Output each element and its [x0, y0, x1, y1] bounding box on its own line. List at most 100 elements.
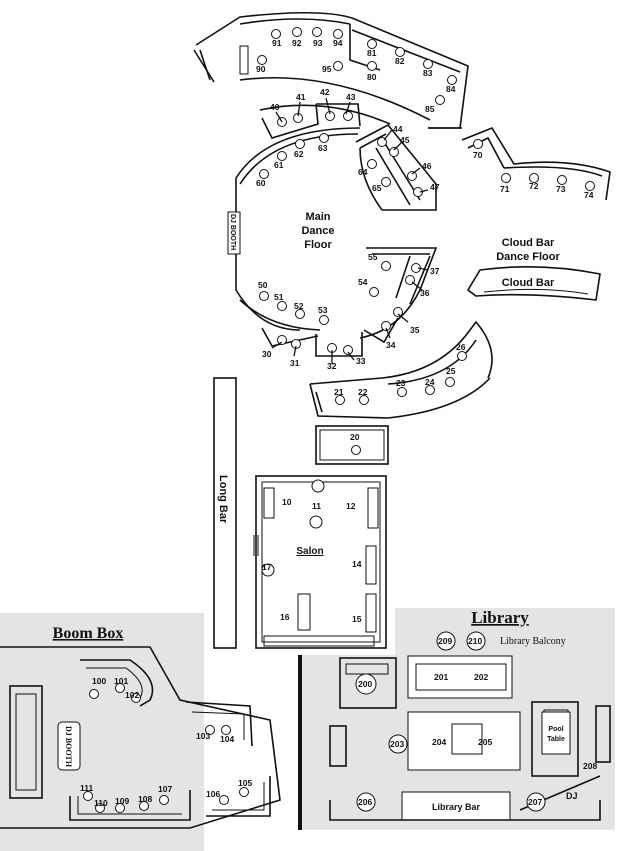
library-area-left: [300, 655, 400, 830]
table-34-label: 34: [386, 340, 396, 350]
table-10-label: 10: [282, 497, 292, 507]
boom-box-label: Boom Box: [53, 625, 124, 642]
table-14-label: 14: [352, 559, 362, 569]
cloud-bar-dance-floor-label-2: Dance Floor: [496, 251, 560, 263]
table-102-label: 102: [125, 690, 139, 700]
library-label: Library: [471, 608, 529, 627]
table-84-label: 84: [446, 84, 456, 94]
table-91-label: 91: [272, 38, 282, 48]
table-82-label: 82: [395, 56, 405, 66]
table-40-label: 40: [270, 102, 280, 112]
table-80-label: 80: [367, 72, 377, 82]
dj-booth-boom-box: [57, 721, 81, 771]
table-203-label: 203: [390, 739, 404, 749]
table-markers: [83, 27, 595, 813]
pool-table-label-1: Pool: [548, 726, 563, 733]
main-dance-floor-label-2: Dance: [301, 225, 334, 237]
table-90-label: 90: [256, 64, 266, 74]
table-104-label: 104: [220, 734, 234, 744]
table-42-label: 42: [320, 87, 330, 97]
table-103-label: 103: [196, 731, 210, 741]
table-60-label: 60: [256, 178, 266, 188]
table-100-label: 100: [92, 676, 106, 686]
library-bar-label: Library Bar: [432, 802, 481, 812]
table-54-label: 54: [358, 277, 368, 287]
table-43-label: 43: [346, 92, 356, 102]
table-205-label: 205: [478, 737, 492, 747]
table-72-label: 72: [529, 181, 539, 191]
table-210-label: 210: [468, 636, 482, 646]
table-101-label: 101: [114, 676, 128, 686]
table-55-label: 55: [368, 252, 378, 262]
table-207-label: 207: [528, 797, 542, 807]
table-109-label: 109: [115, 796, 129, 806]
table-108-label: 108: [138, 794, 152, 804]
table-53-label: 53: [318, 305, 328, 315]
upper-vip-section: [193, 11, 469, 129]
table-64-label: 64: [358, 167, 368, 177]
table-61-label: 61: [274, 160, 284, 170]
table-30-label: 30: [262, 349, 272, 359]
boom-box-structure: [9, 659, 271, 821]
table-65-label: 65: [372, 183, 382, 193]
table-74-label: 74: [584, 190, 594, 200]
table-208-label: 208: [583, 761, 597, 771]
library-structure: [329, 655, 611, 821]
table-45-label: 45: [400, 135, 410, 145]
table-37-label: 37: [430, 266, 440, 276]
table-202-label: 202: [474, 672, 488, 682]
table-51-label: 51: [274, 292, 284, 302]
table-21-label: 21: [334, 387, 344, 397]
dj-booth-boom-box-label: DJ BOOTH: [64, 726, 73, 768]
table-209-label: 209: [438, 636, 452, 646]
boom-box-wall: [0, 646, 281, 829]
table-16-label: 16: [280, 612, 290, 622]
table-23-label: 23: [396, 378, 406, 388]
cloud-bar-structure: [461, 127, 611, 301]
cloud-bar-label: Cloud Bar: [502, 277, 555, 289]
table-41-label: 41: [296, 92, 306, 102]
table-62-label: 62: [294, 149, 304, 159]
long-bar-label: Long Bar: [217, 475, 229, 524]
table-31-label: 31: [290, 358, 300, 368]
library-balcony-label: Library Balcony: [500, 636, 566, 647]
table-15-label: 15: [352, 614, 362, 624]
boom-box-area: [0, 613, 204, 851]
table-32-label: 32: [327, 361, 337, 371]
direction-arrows: [271, 97, 429, 364]
table-111-label: 111: [80, 783, 94, 793]
main-dance-floor-label-1: Main: [305, 211, 330, 223]
table-50-label: 50: [258, 280, 268, 290]
dj-booth-main-label: DJ BOOTH: [229, 214, 236, 250]
table-106-label: 106: [206, 789, 220, 799]
table-11-label: 11: [312, 501, 321, 511]
table-26-label: 26: [456, 342, 466, 352]
table-107-label: 107: [158, 784, 172, 794]
table-17-label: 17: [262, 562, 272, 572]
table-95-label: 95: [322, 64, 332, 74]
pool-table-label-2: Table: [547, 736, 565, 743]
table-36-label: 36: [420, 288, 430, 298]
table-25-label: 25: [446, 366, 456, 376]
table-105-label: 105: [238, 778, 252, 788]
table-12-label: 12: [346, 501, 356, 511]
table-73-label: 73: [556, 184, 566, 194]
lower-vip-section: [309, 320, 493, 465]
table-204-label: 204: [432, 737, 446, 747]
table-20-label: 20: [350, 432, 360, 442]
salon-label: Salon: [296, 546, 323, 557]
table-22-label: 22: [358, 387, 368, 397]
table-110-label: 110: [94, 798, 108, 808]
table-92-label: 92: [292, 38, 302, 48]
table-71-label: 71: [500, 184, 510, 194]
table-52-label: 52: [294, 301, 304, 311]
table-33-label: 33: [356, 356, 366, 366]
cloud-bar-dance-floor-label-1: Cloud Bar: [502, 237, 555, 249]
table-70-label: 70: [473, 150, 483, 160]
area-labels: Main Dance Floor Cloud Bar Dance Floor C…: [53, 211, 578, 812]
table-200-label: 200: [358, 679, 372, 689]
library-bar-counter: [401, 791, 511, 821]
table-35-label: 35: [410, 325, 420, 335]
table-44-label: 44: [393, 124, 403, 134]
